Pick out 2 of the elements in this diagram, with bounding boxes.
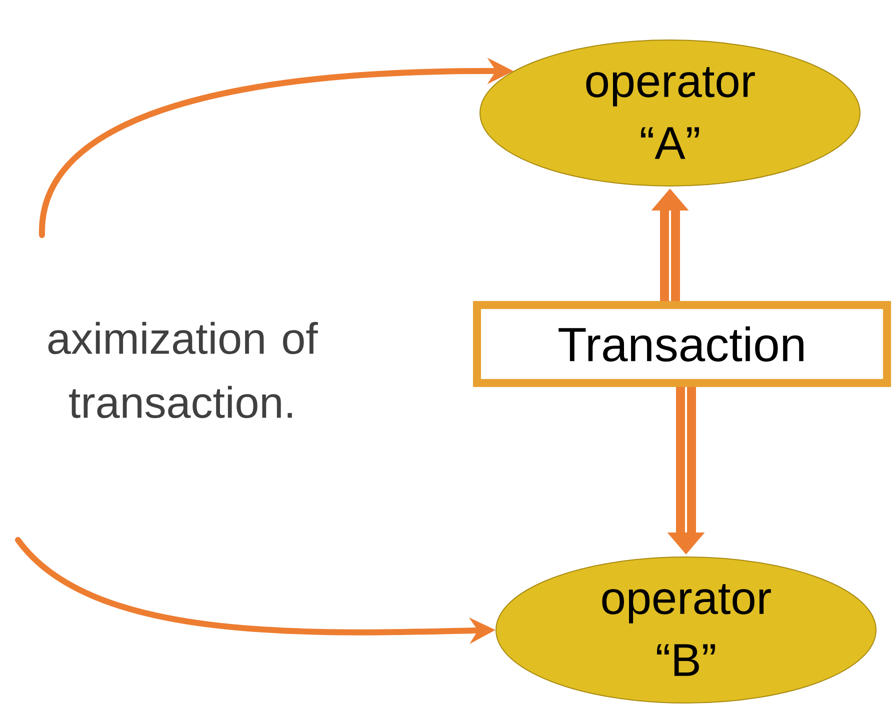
- body-text: aximization of transaction.: [48, 322, 318, 418]
- transaction-box: Transaction: [473, 301, 892, 387]
